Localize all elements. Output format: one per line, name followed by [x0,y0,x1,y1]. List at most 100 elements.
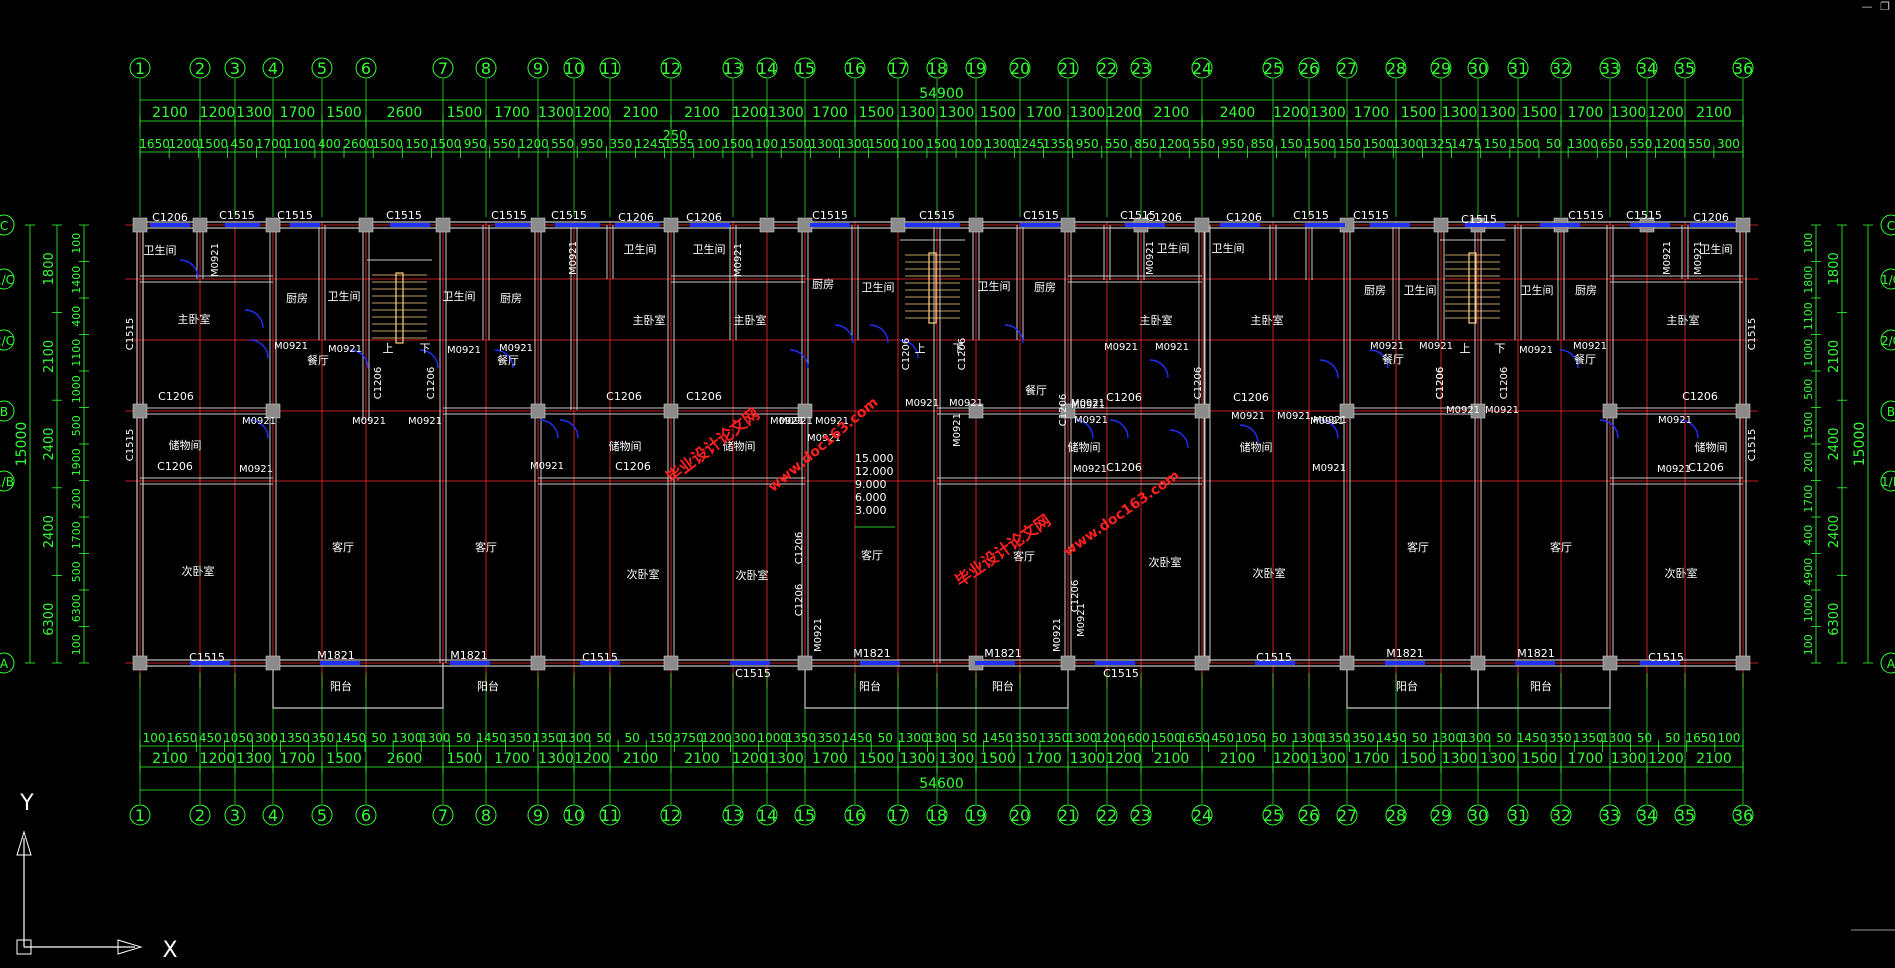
room-label: 阳台 [330,679,352,693]
dimension-text: 1300 [1310,751,1346,767]
axis-number: 35 [1675,59,1695,78]
axis-bubble [1191,804,1213,826]
window-tag: M1821 [984,647,1022,660]
dimension-text: 1500 [780,137,811,151]
window-tag: C1515 [1353,209,1389,222]
dimension-text: 550 [493,137,516,151]
axis-bubble [1507,57,1529,79]
dimension-text: 1500 [868,137,899,151]
elevation-mark: 12.000 [855,465,894,478]
door-tag: M0921 [1074,415,1108,426]
ucs-y-arrow [16,830,32,856]
window-tag: M1821 [853,647,891,660]
axis-number: 34 [1637,806,1657,825]
dimension-text: 1300 [1067,731,1098,745]
dimension-text: 100 [1802,634,1815,655]
restore-icon[interactable]: ❐ [1880,0,1890,13]
dimension-text: 1350 [786,731,817,745]
stair-rail [928,252,937,324]
axis-number: 19 [966,59,986,78]
axis-bubble [189,804,211,826]
dimension-text: 300 [255,731,278,745]
row-axis-label: 2/C [0,334,14,348]
row-axis-bubble [1880,329,1895,351]
dimension-text: 1700 [494,751,530,767]
door-swing [869,324,889,344]
room-label: 卫生间 [862,280,895,294]
outer-wall-outer [136,221,1747,667]
dimension-text: 300 [1717,137,1740,151]
dimension-text: 850 [1251,137,1274,151]
room-label: 客厅 [1407,540,1429,554]
axis-number: 11 [600,59,620,78]
axis-grid [125,221,1758,688]
dimension-text: 1200 [1648,105,1684,121]
door-tag: M0921 [274,341,308,352]
window-tag: C1515 [1293,209,1329,222]
dimension-text: 1300 [1442,751,1478,767]
axis-bubble [844,57,866,79]
dimension-text: 1500 [198,137,229,151]
column [132,655,148,671]
axis-bubble [1599,57,1621,79]
row-axis-label: 1/C [1881,273,1895,287]
axis-bubble [189,57,211,79]
minimize-icon[interactable]: — [1861,0,1873,13]
axis-number: 9 [533,806,543,825]
column [1602,403,1618,419]
column [530,655,546,671]
dimension-text: 1100 [1802,302,1815,330]
dimension-text: 1300 [236,751,272,767]
dimension-text: 2100 [684,751,720,767]
dimension-text: 2600 [387,751,423,767]
axis-number: 19 [966,806,986,825]
axis-number: 2 [195,806,205,825]
axis-bubble [1336,57,1358,79]
stair-direction: 下 [953,342,964,355]
dimension-text: 350 [818,731,841,745]
dimension-text: 1000 [1802,339,1815,367]
axis-number: 27 [1337,59,1357,78]
axis-number: 20 [1010,806,1030,825]
dimension-text: 1300 [1393,137,1424,151]
dimension-text: 1200 [1095,731,1126,745]
axis-number: 36 [1733,806,1753,825]
axis-bubble [432,804,454,826]
axis-bubble [1430,804,1452,826]
dimension-text: 1000 [1802,594,1815,622]
vertical-tag: C1206 [1435,367,1446,399]
ucs-x-label: X [162,938,177,963]
stair-rail [1468,252,1477,324]
door-swing [1169,429,1189,449]
room-label: 储物间 [1068,440,1101,454]
dimension-text: 1200 [701,731,732,745]
door-tag: M0921 [239,464,273,475]
room-label: 阳台 [1396,679,1418,693]
dimension-text: 1700 [280,751,316,767]
axis-number: 30 [1468,806,1488,825]
dimension-text: 1700 [494,105,530,121]
dimension-text: 2100 [1827,340,1842,373]
room-label: 餐厅 [1025,383,1047,397]
axis-number: 29 [1431,806,1451,825]
column [132,217,148,233]
axis-bubble [1009,57,1031,79]
column [663,217,679,233]
axis-bubble [129,804,151,826]
dimension-text: 2100 [42,340,57,373]
axis-bubble [887,57,909,79]
row-axis-bubble [1880,652,1895,674]
stair-direction: 上 [915,342,926,355]
axis-number: 17 [888,59,908,78]
balcony-outline [1477,663,1611,709]
axis-number: 10 [564,59,584,78]
dimension-text: 600 [1127,731,1150,745]
axis-bubble [660,57,682,79]
dimension-text: 1500 [859,751,895,767]
dimension-text: 1500 [431,137,462,151]
vertical-tag: C1206 [426,367,437,399]
dimension-text: 1300 [898,731,929,745]
vertical-tag: C1206 [794,584,805,616]
dimension-text: 350 [1014,731,1037,745]
